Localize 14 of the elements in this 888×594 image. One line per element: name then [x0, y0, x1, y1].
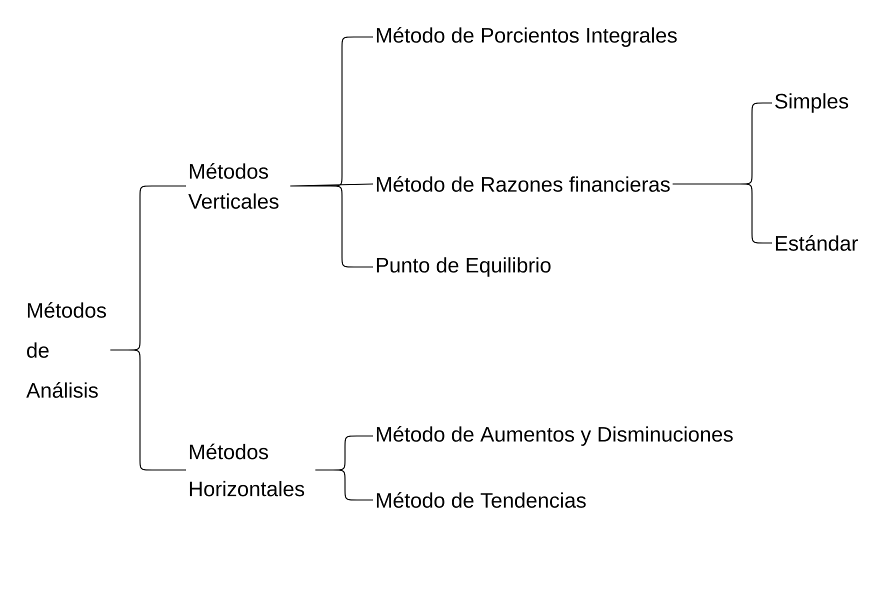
- category-label: Métodos de Análisis: [26, 302, 106, 398]
- brace-arm: [110, 349, 186, 471]
- item-label: Estándar: [776, 235, 858, 251]
- item-label: Método de Aumentos y Disminuciones: [376, 426, 733, 446]
- item-label: Método de Porcientos Integrales: [376, 27, 677, 47]
- item-label: Método de Razones financieras: [376, 176, 670, 192]
- brace-arm: [672, 183, 772, 244]
- brace-arm: [315, 469, 373, 501]
- category-label: Métodos Verticales: [188, 163, 278, 209]
- item-label: Simples: [775, 93, 848, 113]
- brace-arm: [290, 185, 373, 268]
- item-label: Método de Tendencias: [376, 492, 586, 508]
- item-label: Punto de Equilibrio: [376, 257, 551, 277]
- category-label: Métodos Horizontales: [190, 444, 304, 496]
